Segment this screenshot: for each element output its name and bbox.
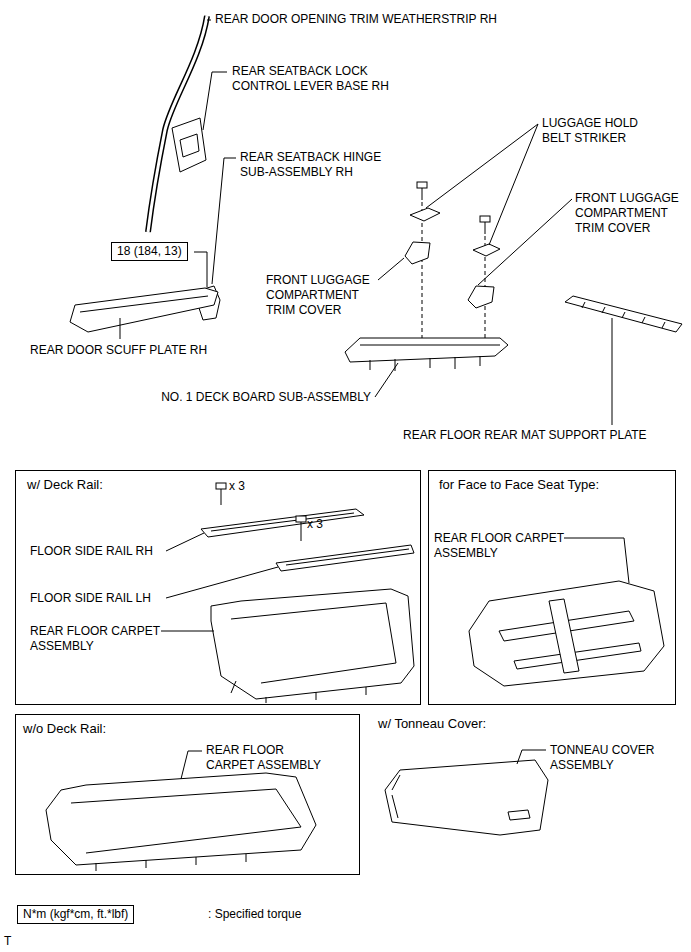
part-label: FRONT LUGGAGE COMPARTMENT TRIM COVER xyxy=(266,273,374,318)
face-to-face-carpet-illustration xyxy=(429,471,677,706)
part-label: REAR SEATBACK LOCK CONTROL LEVER BASE RH xyxy=(232,64,397,94)
panel-heading: w/ Deck Rail: xyxy=(27,477,103,492)
part-label: REAR SEATBACK HINGE SUB-ASSEMBLY RH xyxy=(240,150,405,180)
part-label: REAR DOOR SCUFF PLATE RH xyxy=(30,343,207,358)
variant-panel: for Face to Face Seat Type: REAR FLOOR CA… xyxy=(428,470,676,705)
part-label: x 3 xyxy=(307,517,323,532)
box-text: 18 (184, 13) xyxy=(117,244,182,258)
variant-panel: w/o Deck Rail: REAR FLOOR CARPET ASSEMBLY xyxy=(15,714,360,875)
part-label: REAR FLOOR REAR MAT SUPPORT PLATE xyxy=(403,428,647,443)
part-label: REAR FLOOR CARPET ASSEMBLY xyxy=(434,531,574,561)
part-label: REAR FLOOR CARPET ASSEMBLY xyxy=(30,624,165,654)
variant-panel: w/ Deck Rail: x 3 FLOOR SIDE RAIL RH x 3 FLO… xyxy=(15,470,421,705)
torque-legend-box: N*m (kgf*cm, ft.*lbf) xyxy=(17,905,134,924)
part-label: NO. 1 DECK BOARD SUB-ASSEMBLY xyxy=(161,390,371,405)
carpet-illustration xyxy=(16,715,361,876)
box-text: N*m (kgf*cm, ft.*lbf) xyxy=(23,907,128,921)
panel-heading: for Face to Face Seat Type: xyxy=(439,477,599,492)
deck-rail-illustration xyxy=(16,471,422,706)
part-label: LUGGAGE HOLD BELT STRIKER xyxy=(542,116,642,146)
part-label: TONNEAU COVER ASSEMBLY xyxy=(550,743,670,773)
part-label: x 3 xyxy=(229,479,245,494)
torque-box: 18 (184, 13) xyxy=(111,242,188,261)
variant-heading: w/ Tonneau Cover: xyxy=(378,716,486,731)
figure-mark: T xyxy=(4,934,11,949)
part-label: REAR DOOR OPENING TRIM WEATHERSTRIP RH xyxy=(215,12,497,27)
part-label: FLOOR SIDE RAIL RH xyxy=(30,544,153,559)
part-label: FRONT LUGGAGE COMPARTMENT TRIM COVER xyxy=(575,191,683,236)
part-label: FLOOR SIDE RAIL LH xyxy=(30,591,151,606)
legend-text: : Specified torque xyxy=(208,907,301,922)
part-label: REAR FLOOR CARPET ASSEMBLY xyxy=(206,743,331,773)
panel-heading: w/o Deck Rail: xyxy=(23,721,106,736)
